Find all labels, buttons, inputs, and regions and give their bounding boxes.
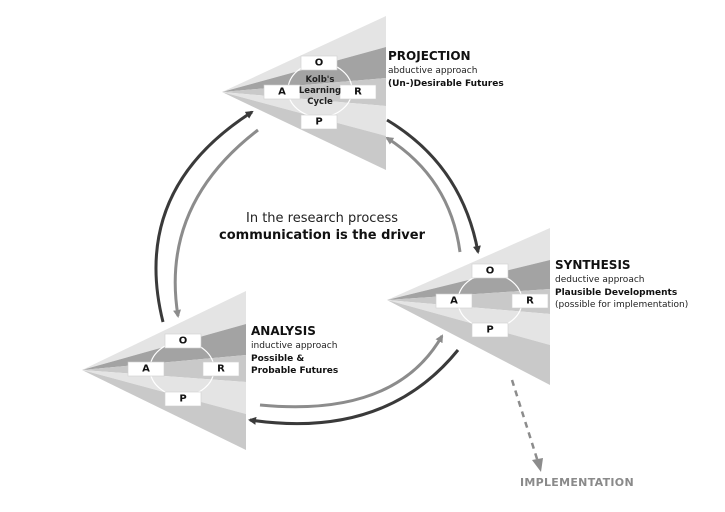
implementation-arrow: [510, 379, 540, 463]
analysis-r-box: [202, 361, 240, 377]
cycle-arrows: [154, 110, 481, 426]
analysis-futures-line-2: Probable Futures: [251, 366, 338, 376]
projection-a-box: [263, 84, 301, 100]
arrow-projection-to-analysis: [173, 128, 259, 318]
center-caption-line-2: communication is the driver: [219, 228, 426, 243]
projection-p-box: [300, 114, 338, 130]
projection-approach: abductive approach: [388, 66, 477, 76]
synthesis-futures: Plausible Developments: [555, 288, 677, 298]
synthesis-a-box: [435, 293, 473, 309]
kolb-line-3: Cycle: [307, 97, 333, 107]
analysis-p-box: [164, 391, 202, 407]
projection-o-label: O: [315, 58, 324, 69]
synthesis-p-box: [471, 322, 509, 338]
projection-stage: O A R P Kolb's Learning Cycle PROJECTION…: [222, 16, 504, 170]
arrow-analysis-to-projection: [154, 110, 254, 323]
arrow-synthesis-to-projection: [385, 136, 462, 253]
projection-r-label: R: [354, 87, 362, 98]
projection-futures: (Un-)Desirable Futures: [388, 79, 504, 89]
analysis-approach: inductive approach: [251, 341, 337, 351]
synthesis-note: (possible for implementation): [555, 300, 688, 310]
analysis-a-box: [127, 361, 165, 377]
projection-a-label: A: [278, 87, 286, 98]
projection-r-box: [339, 84, 377, 100]
arrow-projection-to-synthesis: [386, 118, 481, 254]
synthesis-approach: deductive approach: [555, 275, 645, 285]
synthesis-title: SYNTHESIS: [555, 258, 631, 272]
arrow-synthesis-to-analysis: [248, 349, 460, 426]
analysis-futures-line-1: Possible &: [251, 354, 304, 364]
analysis-stage: O A R P ANALYSIS inductive approach Poss…: [82, 291, 338, 450]
analysis-title: ANALYSIS: [251, 324, 316, 338]
synthesis-a-label: A: [450, 296, 458, 307]
analysis-p-label: P: [179, 394, 186, 405]
analysis-o-box: [164, 333, 202, 349]
kolb-line-2: Learning: [299, 86, 341, 96]
projection-title: PROJECTION: [388, 49, 471, 63]
synthesis-o-label: O: [486, 266, 495, 277]
synthesis-p-label: P: [486, 325, 493, 336]
center-caption-line-1: In the research process: [246, 211, 398, 226]
analysis-a-label: A: [142, 364, 150, 375]
kolb-line-1: Kolb's: [306, 75, 335, 85]
synthesis-o-box: [471, 263, 509, 279]
projection-o-box: [300, 55, 338, 71]
synthesis-stage: O A R P SYNTHESIS deductive approach Pla…: [387, 228, 688, 385]
implementation-label: IMPLEMENTATION: [520, 476, 634, 489]
synthesis-r-box: [511, 293, 549, 309]
arrow-analysis-to-synthesis: [259, 334, 444, 409]
implementation-arrow-head: [532, 458, 543, 472]
synthesis-r-label: R: [526, 296, 534, 307]
projection-p-label: P: [315, 117, 322, 128]
analysis-o-label: O: [179, 336, 188, 347]
analysis-r-label: R: [217, 364, 225, 375]
